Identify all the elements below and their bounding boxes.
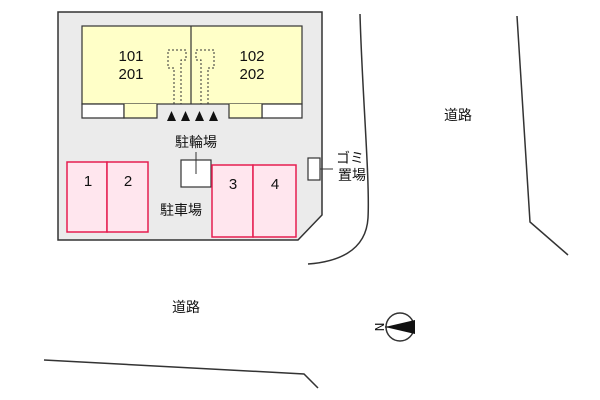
- parking-spaces-right: [211, 164, 297, 238]
- road-edges: [43, 13, 569, 389]
- parking-space-4: [252, 164, 297, 238]
- stair-outline-left: [167, 49, 187, 105]
- garbage-label-line1: ゴミ: [336, 150, 364, 167]
- unit-label-102: 102: [239, 48, 264, 65]
- parking-spaces-left: [66, 161, 149, 233]
- car-parking-label: 駐車場: [160, 202, 202, 219]
- road-label-bottom: 道路: [172, 300, 200, 316]
- bicycle-parking-label: 駐輪場: [175, 134, 217, 151]
- stair-outline-right: [195, 49, 215, 105]
- parking-number-3: 3: [229, 176, 237, 193]
- garbage-label-line2: 置場: [338, 168, 366, 184]
- compass-needle: [385, 320, 415, 334]
- road-edge-curve: [307, 13, 370, 265]
- parking-space-2: [106, 161, 149, 233]
- road-label-right: 道路: [444, 108, 472, 124]
- parking-number-2: 2: [124, 173, 132, 190]
- apartment-building: [81, 25, 303, 121]
- compass: [385, 312, 415, 342]
- garbage-area-box: [307, 157, 321, 181]
- parking-number-1: 1: [84, 173, 92, 190]
- compass-north-label: N: [372, 323, 386, 332]
- parking-number-4: 4: [271, 176, 279, 193]
- unit-label-202: 202: [239, 66, 264, 83]
- unit-label-201: 201: [118, 66, 143, 83]
- unit-label-101: 101: [118, 48, 143, 65]
- entrance-markers: [167, 111, 218, 121]
- road-edge-bottom: [43, 359, 319, 389]
- road-edge-far-right: [516, 15, 569, 256]
